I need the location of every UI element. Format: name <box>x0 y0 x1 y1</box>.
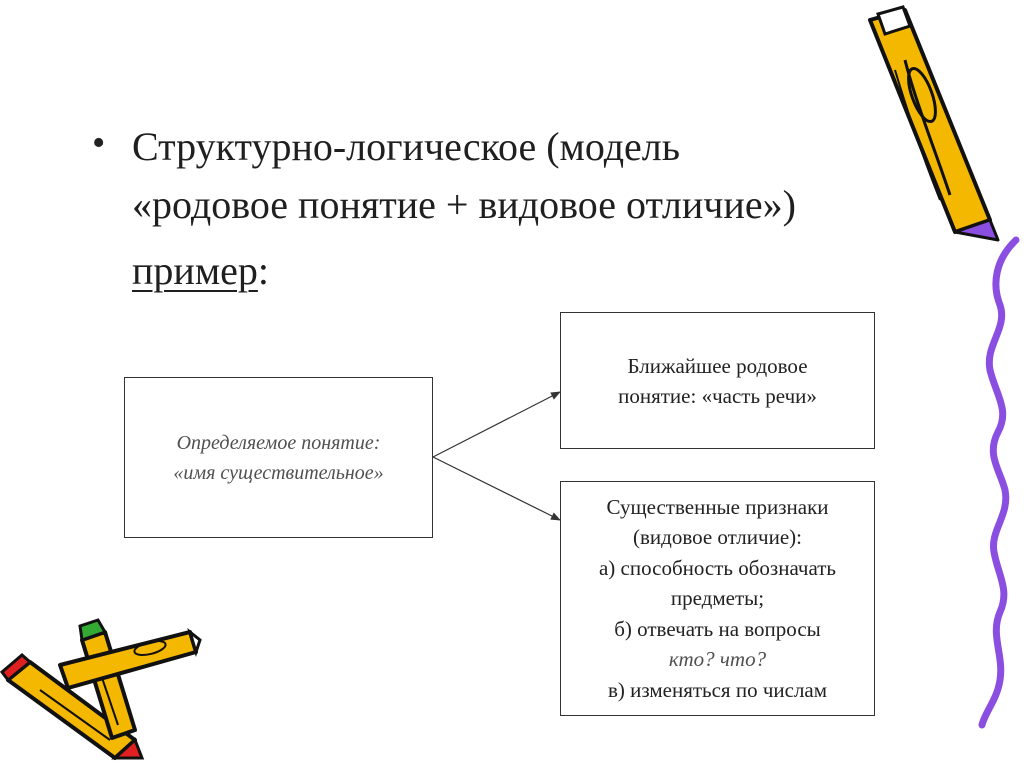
defined-concept-box: Определяемое понятие: «имя существительн… <box>124 377 433 538</box>
genus-concept-box: Ближайшее родовое понятие: «часть речи» <box>560 312 875 449</box>
bullet-dot: • <box>92 122 106 164</box>
features-line-3: а) способность обозначать <box>598 555 837 580</box>
features-line-5: б) отвечать на вопросы <box>614 616 821 641</box>
features-line-6: кто? что? <box>668 647 767 672</box>
features-line-1: Существенные признаки <box>606 494 829 519</box>
pencils-icon <box>0 618 202 760</box>
arrow-to-genus <box>432 391 561 458</box>
defined-concept-line-2: «имя существительное» <box>173 461 384 484</box>
features-line-7: в) изменяться по числам <box>607 677 828 702</box>
pencil-icon <box>868 5 1000 242</box>
features-line-4: предметы; <box>670 586 765 611</box>
ribbon-decoration <box>978 236 1020 729</box>
bullet-text: Структурно-логическое (модель «родовое п… <box>132 118 796 300</box>
bullet-line-3: пример: <box>132 242 796 300</box>
bullet-line-2: «родовое понятие + видовое отличие») <box>132 182 796 227</box>
defined-concept-line-1: Определяемое понятие: <box>176 431 381 454</box>
essential-features-box: Существенные признаки (видовое отличие):… <box>560 481 875 716</box>
example-word: пример <box>132 248 258 293</box>
bullet-line-1: Структурно-логическое (модель <box>132 124 681 169</box>
arrow-to-features <box>432 456 561 521</box>
genus-concept-line-2: понятие: «часть речи» <box>618 383 817 408</box>
genus-concept-line-1: Ближайшее родовое <box>627 353 808 378</box>
example-colon: : <box>257 248 270 293</box>
features-line-2: (видовое отличие): <box>633 525 802 550</box>
